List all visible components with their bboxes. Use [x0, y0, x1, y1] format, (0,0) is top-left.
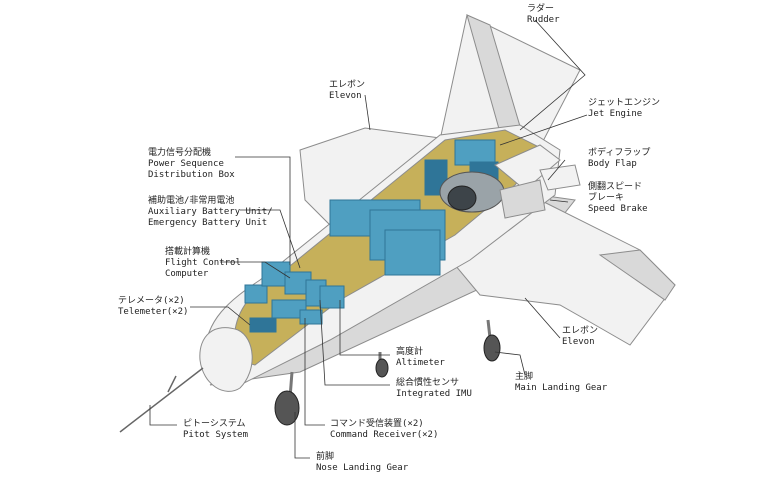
imu-label: 総合慣性センサ Integrated IMU	[396, 378, 472, 399]
equipment-block	[244, 284, 268, 304]
flight-computer-label: 搭載計算機 Flight Control Computer	[165, 247, 241, 279]
leader-lines	[149, 19, 588, 459]
main-landing-gear-art	[375, 319, 501, 378]
right-wing	[454, 199, 676, 346]
body-flap-label: ボディフラップ Body Flap	[588, 148, 651, 169]
main-gear-label: 主脚 Main Landing Gear	[515, 372, 608, 393]
equipment-block	[384, 229, 441, 276]
power-sequence-label: 電力信号分配機 Power Sequence Distribution Box	[148, 148, 235, 180]
equipment-block	[271, 299, 307, 319]
right-elevon	[598, 249, 676, 301]
equipment-block	[249, 317, 277, 333]
body-flap	[539, 164, 581, 191]
pitot-label: ピトーシステム Pitot System	[183, 419, 249, 440]
nose-landing-gear-art	[274, 371, 300, 426]
speed-brake-label: 側翻スピード ブレーキ Speed Brake	[588, 182, 648, 214]
nose-gear-label: 前脚 Nose Landing Gear	[316, 452, 409, 473]
jet-engine	[439, 144, 561, 213]
elevon-right-label: エレボン Elevon	[562, 326, 599, 347]
jet-engine-label: ジェットエンジン Jet Engine	[588, 98, 661, 119]
speed-brake	[499, 179, 546, 219]
battery-label: 補助電池/非常用電池 Auxiliary Battery Unit/ Emerg…	[148, 196, 273, 228]
elevon-top-label: エレボン Elevon	[329, 80, 366, 101]
equipment-blocks	[244, 139, 499, 333]
altimeter-label: 高度計 Altimeter	[396, 347, 445, 368]
rudder-label: ラダー Rudder	[527, 4, 560, 25]
equipment-block	[299, 309, 323, 325]
command-receiver-label: コマンド受信装置(×2) Command Receiver(×2)	[330, 419, 439, 440]
telemeter-label: テレメータ(×2) Telemeter(×2)	[118, 296, 189, 317]
equipment-block	[454, 139, 496, 166]
nose-cone	[199, 327, 253, 392]
equipment-block	[319, 285, 345, 309]
pitot-probe	[119, 367, 204, 433]
